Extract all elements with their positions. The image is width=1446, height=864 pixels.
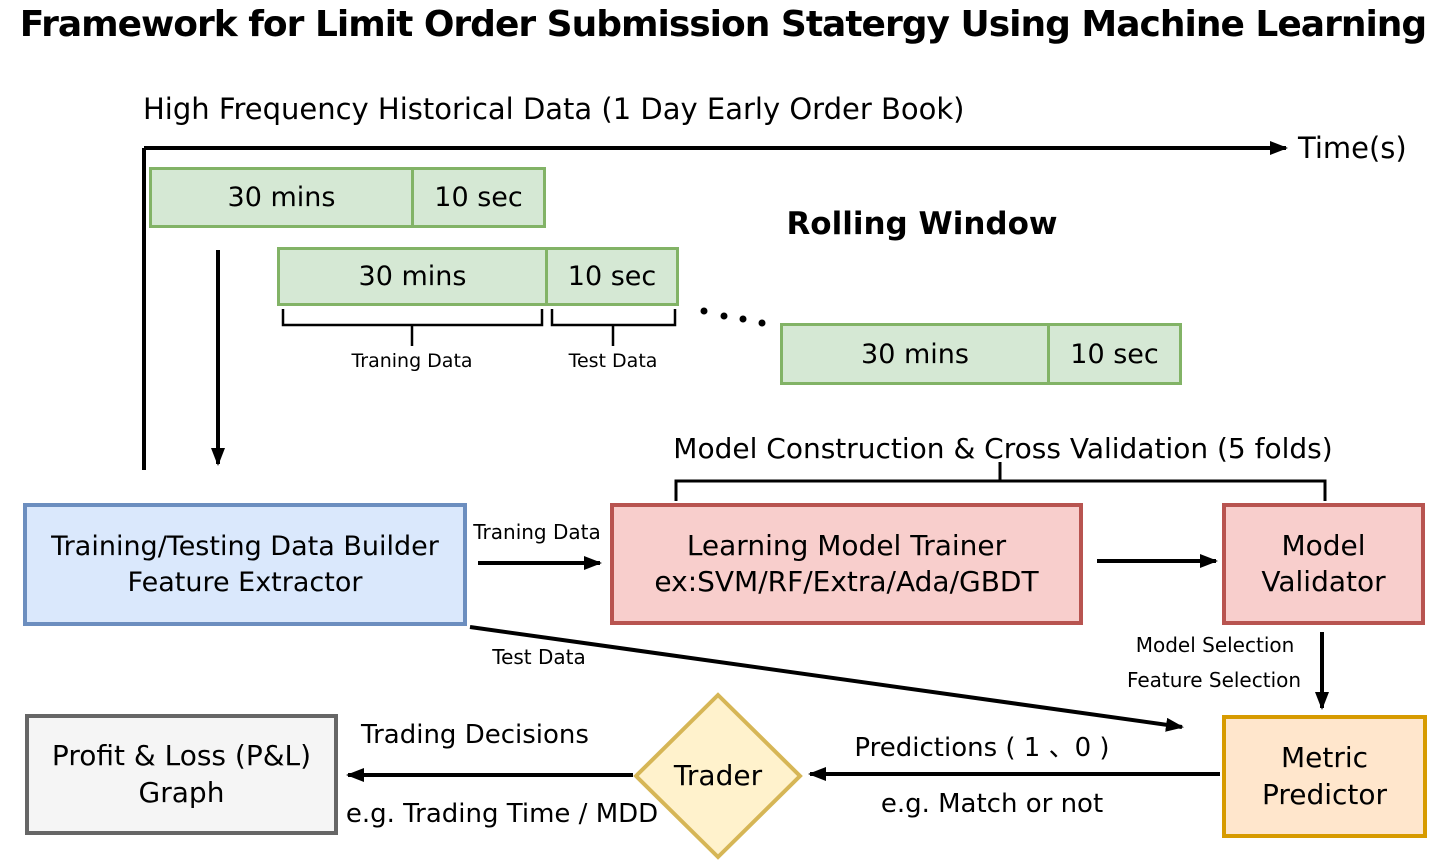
- trader-label: Trader: [673, 758, 763, 792]
- model-trainer-line1: Learning Model Trainer: [686, 528, 1007, 562]
- data-builder-box: Training/Testing Data Builder Feature Ex…: [23, 503, 467, 626]
- model-validator-line1: Model: [1281, 528, 1366, 562]
- pnl-box: Profit & Loss (P&L) Graph: [25, 714, 338, 835]
- pnl-line1: Profit & Loss (P&L): [51, 739, 312, 773]
- test-data-brace: [550, 309, 677, 346]
- rolling-window-3: 30 mins 10 sec: [780, 323, 1182, 385]
- model-validator-box: Model Validator: [1222, 503, 1425, 625]
- window-train-segment: 30 mins: [152, 170, 414, 225]
- metric-predictor-line1: Metric: [1280, 741, 1369, 775]
- traning-data-label: Traning Data: [473, 520, 601, 544]
- cv-bracket: [674, 462, 1327, 501]
- trader-diamond: [633, 692, 803, 860]
- pnl-line2: Graph: [138, 775, 225, 809]
- cv-label: Model Construction & Cross Validation (5…: [673, 432, 1333, 465]
- window-test-segment: 10 sec: [567, 261, 657, 292]
- model-trainer-box: Learning Model Trainer ex:SVM/RF/Extra/A…: [610, 503, 1083, 625]
- rolling-window-label: Rolling Window: [786, 206, 1058, 242]
- test-brace-label: Test Data: [568, 350, 658, 372]
- ellipsis-dots: [700, 307, 766, 327]
- test-data-label: Test Data: [492, 645, 586, 669]
- window-test-segment: 10 sec: [1070, 338, 1159, 370]
- time-axis-label: Time(s): [1298, 131, 1407, 165]
- trading-time-mdd-label: e.g. Trading Time / MDD: [345, 799, 659, 829]
- window-train-segment: 30 mins: [280, 250, 548, 303]
- window-test-segment: 10 sec: [434, 182, 523, 213]
- main-title: Framework for Limit Order Submission Sta…: [19, 4, 1427, 45]
- feature-selection-label: Feature Selection: [1126, 668, 1302, 692]
- rolling-window-2: 30 mins 10 sec: [277, 247, 679, 306]
- metric-predictor-line2: Predictor: [1261, 777, 1388, 811]
- predictions-label: Predictions ( 1 、0 ): [854, 733, 1110, 763]
- trading-decisions-label: Trading Decisions: [361, 720, 589, 750]
- training-data-brace: [281, 309, 544, 346]
- model-validator-line2: Validator: [1261, 565, 1386, 598]
- metric-predictor-box: Metric Predictor: [1222, 715, 1427, 838]
- training-brace-label: Traning Data: [351, 350, 473, 372]
- data-builder-line1: Training/Testing Data Builder: [51, 531, 439, 563]
- hf-data-label: High Frequency Historical Data (1 Day Ea…: [143, 92, 965, 126]
- data-builder-line2: Feature Extractor: [127, 566, 363, 598]
- model-trainer-line2: ex:SVM/RF/Extra/Ada/GBDT: [654, 565, 1039, 598]
- rolling-window-1: 30 mins 10 sec: [149, 167, 546, 228]
- match-or-not-label: e.g. Match or not: [880, 789, 1104, 819]
- window-train-segment: 30 mins: [783, 326, 1050, 382]
- test-data-diagonal-arrow: [469, 625, 1184, 732]
- model-selection-label: Model Selection: [1135, 633, 1295, 657]
